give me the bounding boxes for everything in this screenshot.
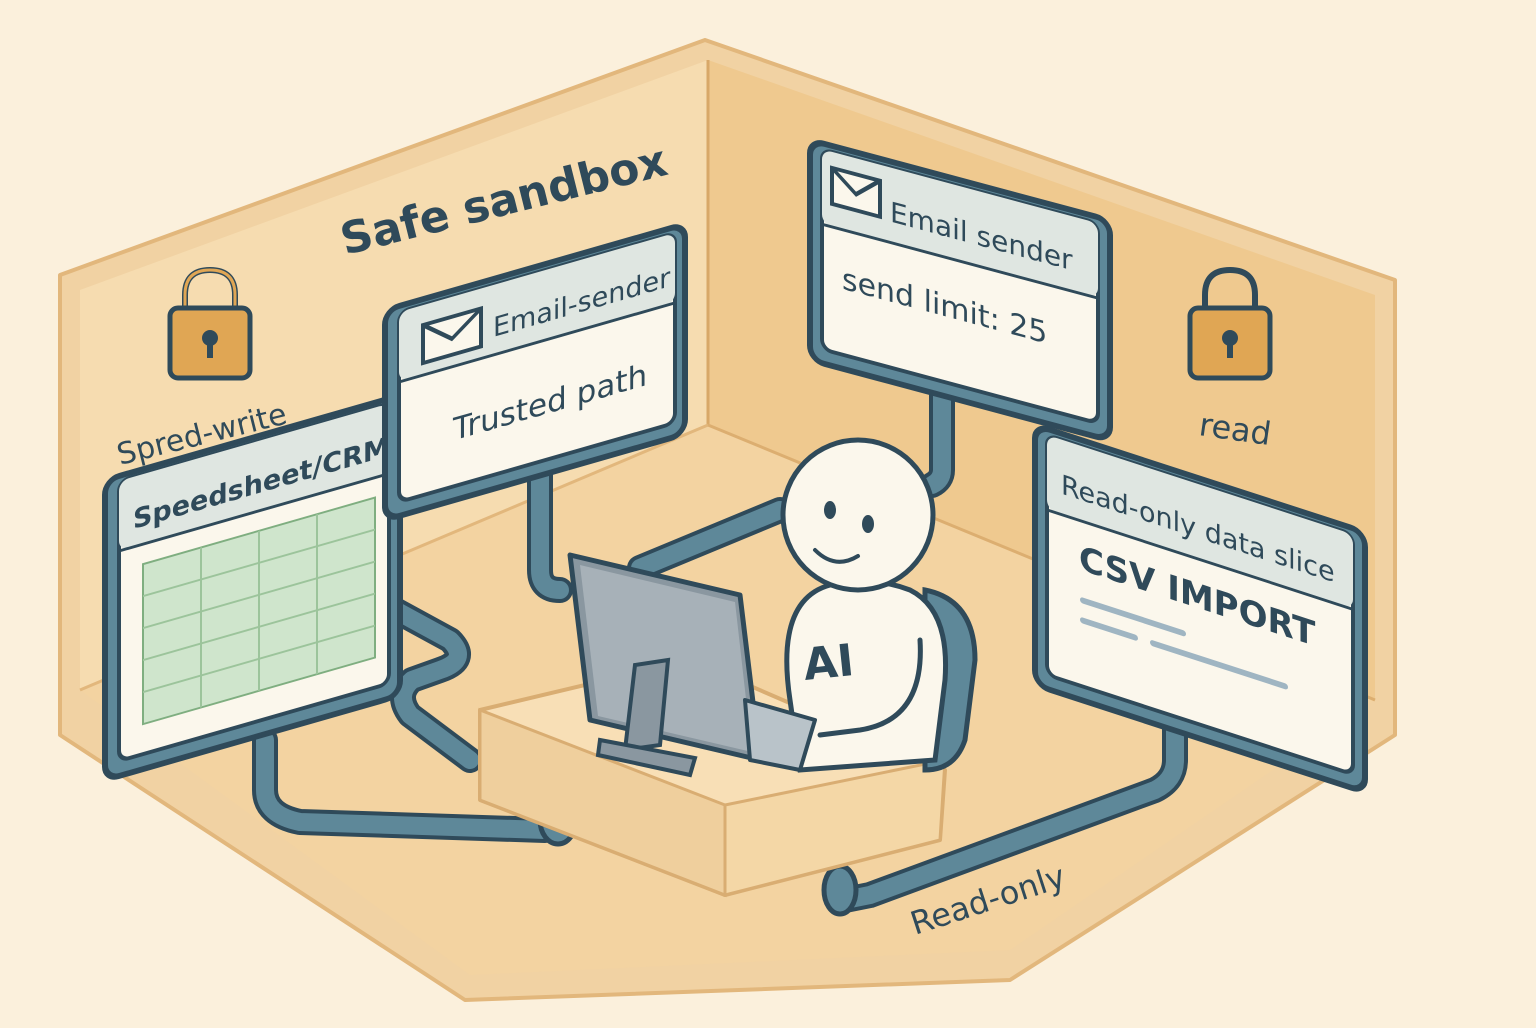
- email-limit-panel: Email sender send limit: 25: [807, 140, 1113, 441]
- padlock-icon: [167, 266, 253, 381]
- pipe-end-cap: [821, 863, 859, 917]
- monitor-stand: [622, 657, 671, 753]
- email-trusted-panel: Email-sender Trusted path: [382, 224, 688, 520]
- computer-monitor: [567, 552, 817, 778]
- envelope-icon: [830, 165, 882, 220]
- ai-agent: AI: [780, 437, 978, 773]
- spreadsheet-panel: Speedsheet/CRM: [102, 395, 403, 780]
- data-slice-panel: Read-only data slice CSV IMPORT: [1032, 425, 1368, 792]
- agent-chest-label: AI: [801, 635, 856, 691]
- data-slice-lines: [1080, 597, 1288, 690]
- agent-arm: [817, 637, 923, 738]
- padlock-icon: [1187, 266, 1273, 381]
- agent-head: [780, 437, 936, 593]
- spreadsheet-grid: [142, 496, 376, 726]
- envelope-icon: [421, 305, 483, 366]
